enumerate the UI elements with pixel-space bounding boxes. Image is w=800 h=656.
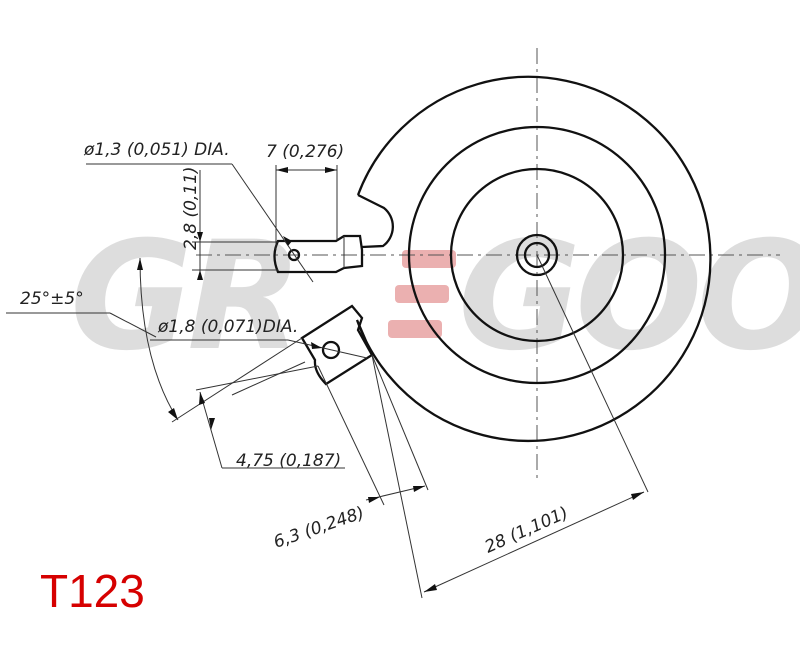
dim-tab-angle-arrow-bottom bbox=[168, 408, 178, 420]
outer-rim bbox=[355, 75, 712, 443]
dim-terminal-length-text: 7 (0,276) bbox=[266, 142, 344, 162]
dim-tab-hole-text: ø1,8 (0,071)DIA. bbox=[157, 317, 298, 337]
watermark-bar-middle bbox=[395, 285, 449, 303]
dim-terminal-length-arrow-right bbox=[325, 167, 337, 173]
pin-terminal bbox=[273, 234, 364, 274]
dim-tab-angle-text: 25°±5° bbox=[20, 289, 84, 309]
terminal-notch bbox=[357, 193, 394, 249]
dim-terminal-height: 2,8 (0,11) bbox=[181, 166, 278, 280]
inner-ring bbox=[449, 167, 625, 343]
dim-disc-radius-arrow-right bbox=[631, 492, 644, 500]
dim-tab-angle-leader bbox=[109, 312, 157, 338]
hub-outer bbox=[515, 233, 559, 277]
dim-tab-hole-arrow bbox=[311, 342, 322, 349]
dim-pin-hole-leader bbox=[231, 163, 314, 283]
disc-body bbox=[355, 75, 712, 443]
dim-tab-angle-ext bbox=[171, 337, 303, 423]
dim-terminal-height-arrow-bottom bbox=[197, 270, 203, 280]
watermark-text-right: GOO bbox=[458, 210, 800, 384]
model-code: T123 bbox=[40, 565, 145, 617]
dim-tab-width-large-ext-b bbox=[371, 354, 429, 491]
pin-hole bbox=[287, 248, 301, 262]
dim-tab-width-small: 4,75 (0,187) bbox=[195, 361, 345, 471]
dim-tab-angle-arrow-top bbox=[137, 258, 143, 270]
dim-tab-width-large-arrow-left bbox=[368, 497, 380, 503]
pin-terminal-body bbox=[273, 234, 364, 274]
watermark: GR GOO bbox=[70, 210, 800, 384]
dim-tab-width-small-arrow-bottom bbox=[209, 418, 215, 430]
dim-terminal-height-text: 2,8 (0,11) bbox=[181, 166, 201, 250]
dim-pin-hole-arrow bbox=[283, 236, 292, 246]
tab-terminal-body bbox=[300, 304, 374, 386]
dim-tab-width-small-arrow-top bbox=[199, 392, 205, 405]
dim-tab-width-large-ext-a bbox=[317, 365, 385, 506]
dim-tab-width-small-ext-b bbox=[231, 361, 306, 396]
hub-inner bbox=[523, 241, 551, 269]
dim-disc-radius-line bbox=[423, 491, 645, 593]
dim-tab-hole: ø1,8 (0,071)DIA. bbox=[150, 317, 368, 359]
dim-pin-hole-text: ø1,3 (0,051) DIA. bbox=[83, 140, 230, 160]
dim-disc-radius-ext-left bbox=[371, 354, 423, 599]
tab-hole bbox=[321, 340, 341, 360]
dim-tab-angle: 25°±5° bbox=[6, 257, 303, 423]
dim-pin-hole: ø1,3 (0,051) DIA. bbox=[83, 140, 314, 283]
dim-tab-width-small-ext-a bbox=[195, 365, 319, 391]
dim-disc-radius-arrow-left bbox=[424, 584, 437, 592]
watermark-text-left: GR bbox=[70, 210, 297, 384]
dim-disc-radius-text: 28 (1,101) bbox=[482, 503, 571, 557]
center-lines bbox=[196, 48, 780, 478]
dim-terminal-height-arrow-top bbox=[197, 232, 203, 242]
dim-tab-width-large-arrow-right bbox=[413, 486, 425, 492]
dim-tab-angle-arc bbox=[139, 257, 179, 421]
dim-tab-hole-leader bbox=[287, 339, 368, 359]
dim-tab-width-large-text: 6,3 (0,248) bbox=[271, 503, 367, 553]
tab-terminal bbox=[300, 304, 374, 386]
dim-terminal-length: 7 (0,276) bbox=[266, 142, 344, 250]
dim-terminal-length-arrow-left bbox=[276, 167, 288, 173]
middle-ring bbox=[407, 125, 667, 385]
dim-tab-width-small-text: 4,75 (0,187) bbox=[236, 451, 341, 471]
dim-disc-radius-ext-right bbox=[536, 254, 649, 493]
